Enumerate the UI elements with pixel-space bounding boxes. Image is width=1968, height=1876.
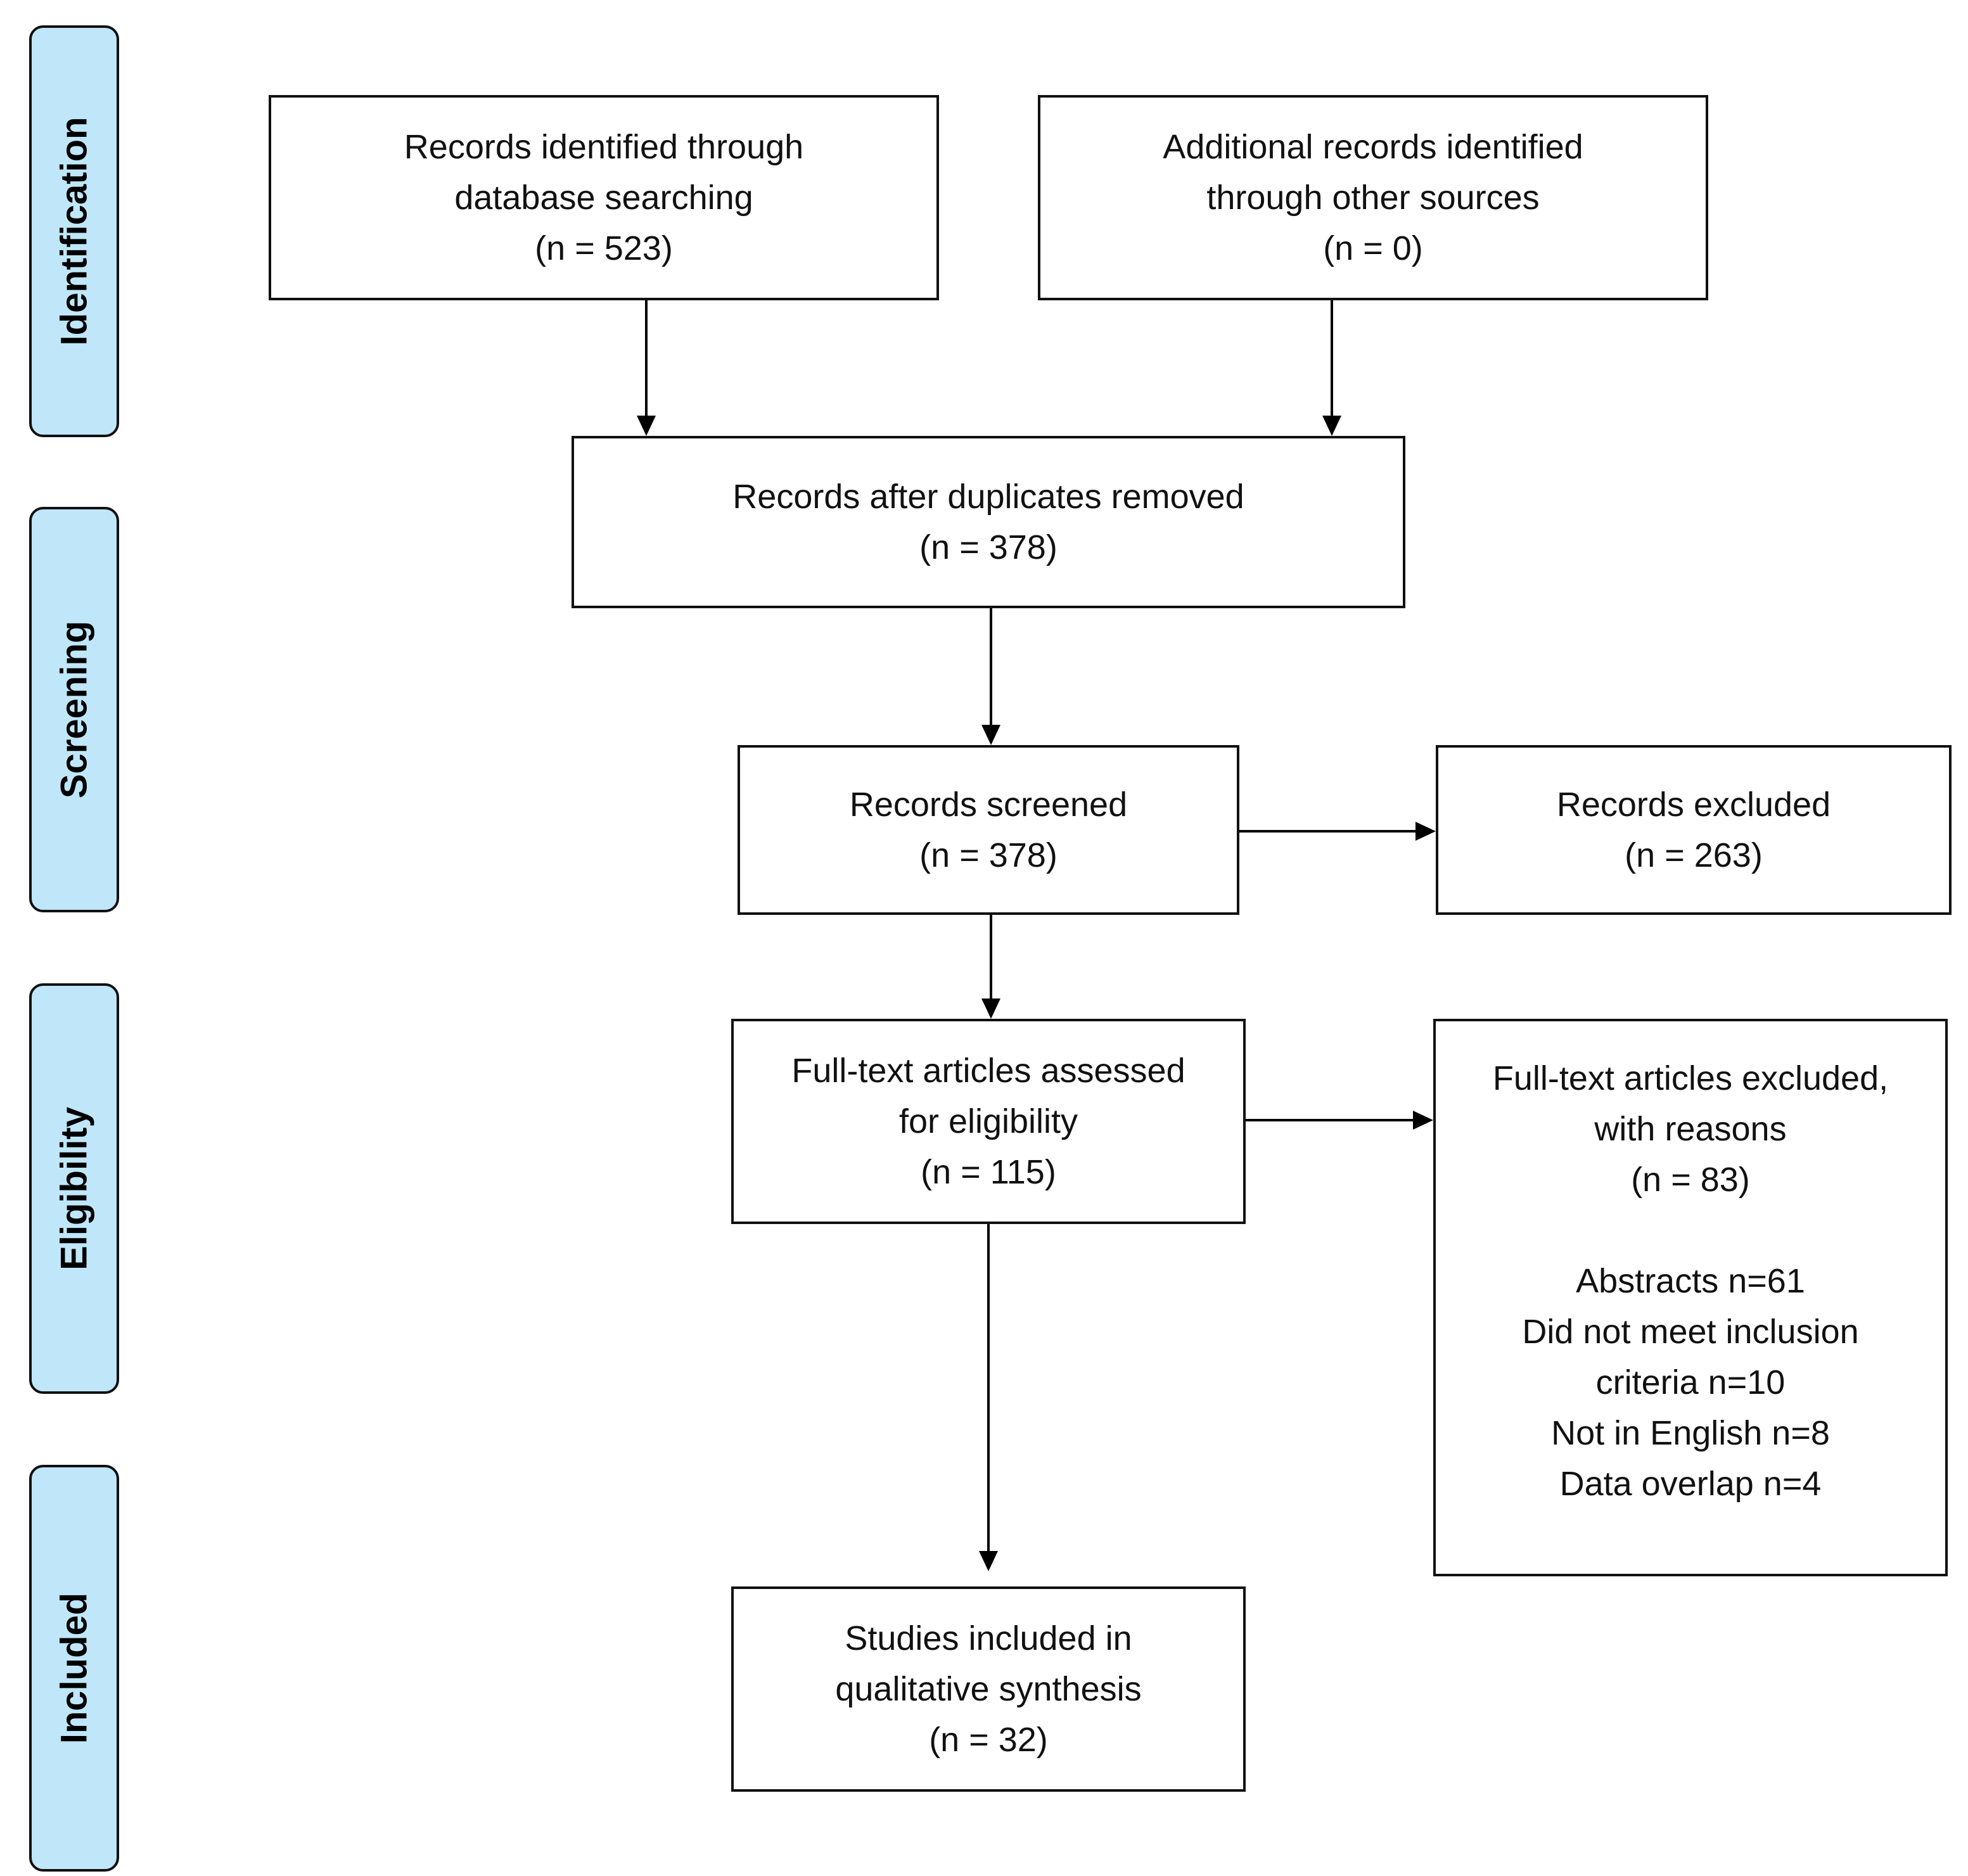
arrow-fulltext-to-excluded bbox=[1246, 1111, 1433, 1130]
box-count: (n = 378) bbox=[919, 528, 1057, 566]
arrow-screened-to-fulltext bbox=[981, 915, 1000, 1019]
box-line: qualitative synthesis bbox=[835, 1670, 1142, 1708]
box-other-sources: Additional records identified through ot… bbox=[1038, 95, 1708, 300]
exclusion-reason: criteria n=10 bbox=[1595, 1363, 1786, 1401]
box-line: Records after duplicates removed bbox=[732, 478, 1244, 516]
arrow-fulltext-to-included bbox=[979, 1224, 998, 1571]
box-count: (n = 32) bbox=[929, 1721, 1048, 1759]
phase-eligibility: Eligibility bbox=[29, 983, 119, 1394]
box-count: (n = 83) bbox=[1631, 1161, 1750, 1199]
box-count: (n = 115) bbox=[921, 1153, 1056, 1191]
box-line: with reasons bbox=[1594, 1110, 1787, 1148]
arrow-other-to-duplicates bbox=[1322, 300, 1341, 436]
exclusion-reason: Did not meet inclusion bbox=[1522, 1313, 1859, 1351]
arrow-database-to-duplicates bbox=[637, 300, 656, 436]
phase-identification: Identification bbox=[29, 25, 119, 437]
box-line: through other sources bbox=[1206, 179, 1540, 217]
box-count: (n = 263) bbox=[1625, 836, 1763, 874]
box-count: (n = 0) bbox=[1323, 229, 1423, 267]
exclusion-reason: Abstracts n=61 bbox=[1576, 1262, 1805, 1300]
exclusion-reason: Data overlap n=4 bbox=[1559, 1465, 1822, 1503]
exclusion-reason: Not in English n=8 bbox=[1551, 1414, 1830, 1452]
box-count: (n = 523) bbox=[535, 229, 673, 267]
box-included-studies: Studies included in qualitative synthesi… bbox=[731, 1586, 1246, 1792]
arrow-duplicates-to-screened bbox=[981, 608, 1000, 745]
phase-screening: Screening bbox=[29, 507, 119, 912]
box-line: Full-text articles excluded, bbox=[1492, 1059, 1889, 1097]
box-line: Records identified through bbox=[404, 128, 804, 166]
box-database-search: Records identified through database sear… bbox=[269, 95, 939, 300]
box-line: Additional records identified bbox=[1163, 128, 1583, 166]
box-line: Records excluded bbox=[1556, 786, 1831, 824]
box-line: database searching bbox=[454, 179, 753, 217]
box-records-screened: Records screened (n = 378) bbox=[738, 745, 1239, 915]
phase-included: Included bbox=[29, 1465, 119, 1872]
box-count: (n = 378) bbox=[919, 836, 1057, 874]
box-line: for eligibility bbox=[898, 1102, 1078, 1140]
box-line: Records screened bbox=[849, 786, 1128, 824]
box-duplicates-removed: Records after duplicates removed (n = 37… bbox=[572, 436, 1405, 608]
box-line: Full-text articles assessed bbox=[791, 1052, 1185, 1090]
box-records-excluded: Records excluded (n = 263) bbox=[1436, 745, 1952, 915]
arrow-screened-to-excluded bbox=[1239, 822, 1436, 841]
box-line: Studies included in bbox=[845, 1619, 1132, 1657]
box-fulltext-excluded: Full-text articles excluded, with reason… bbox=[1433, 1019, 1948, 1576]
box-fulltext-assessed: Full-text articles assessed for eligibil… bbox=[731, 1019, 1246, 1224]
